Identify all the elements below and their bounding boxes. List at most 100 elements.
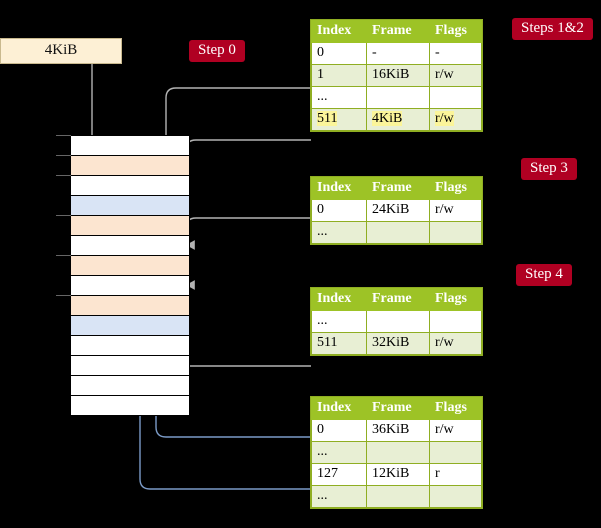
cell-index: 511 xyxy=(311,108,367,131)
cell-frame: 36KiB xyxy=(366,419,430,442)
memory-row-tick xyxy=(56,175,71,176)
column-header-flags: Flags xyxy=(429,20,482,43)
memory-frame-cell xyxy=(71,315,189,335)
cell-index: ... xyxy=(311,310,367,333)
cell-frame: 24KiB xyxy=(366,199,430,222)
table-header-row: Index Frame Flags xyxy=(311,288,482,311)
column-header-frame: Frame xyxy=(366,288,430,311)
cell-frame: - xyxy=(366,42,430,65)
cell-index: 0 xyxy=(311,419,367,442)
memory-frame-cell xyxy=(71,155,189,175)
physical-memory-column xyxy=(70,135,190,416)
memory-frame-cell xyxy=(71,195,189,215)
column-header-index: Index xyxy=(311,397,367,420)
column-header-frame: Frame xyxy=(366,177,430,200)
cell-flags: r/w xyxy=(429,108,482,131)
cell-index: 127 xyxy=(311,463,367,486)
memory-row-tick xyxy=(56,155,71,156)
memory-frame-cell xyxy=(71,395,189,415)
cell-frame xyxy=(366,441,430,464)
memory-row-tick xyxy=(56,295,71,296)
column-header-frame: Frame xyxy=(366,397,430,420)
column-header-index: Index xyxy=(311,20,367,43)
cell-index: 511 xyxy=(311,332,367,355)
table-row: ... xyxy=(311,441,482,464)
cell-flags xyxy=(429,485,482,508)
badge-steps-1-2: Steps 1&2 xyxy=(512,18,593,40)
source-frame-box: 4KiB xyxy=(0,38,122,64)
cell-frame: 12KiB xyxy=(366,463,430,486)
link-pt0-row511-to-frame xyxy=(185,139,311,250)
column-header-frame: Frame xyxy=(366,20,430,43)
badge-steps-1-2-label: Steps 1&2 xyxy=(521,20,584,36)
cell-flags: - xyxy=(429,42,482,65)
cell-index: ... xyxy=(311,485,367,508)
column-header-index: Index xyxy=(311,177,367,200)
badge-step-0-label: Step 0 xyxy=(198,42,236,58)
memory-frame-cell xyxy=(71,255,189,275)
badge-step-4-label: Step 4 xyxy=(525,266,563,282)
cell-index: ... xyxy=(311,441,367,464)
link-pt1-row0-to-frame xyxy=(185,217,311,290)
table-row: ... xyxy=(311,221,482,244)
cell-flags xyxy=(429,441,482,464)
link-pt2-row511-to-frame xyxy=(167,302,311,367)
cell-index: 0 xyxy=(311,42,367,65)
cell-index: 0 xyxy=(311,199,367,222)
cell-index: ... xyxy=(311,221,367,244)
cell-index: ... xyxy=(311,86,367,109)
cell-frame xyxy=(366,310,430,333)
cell-flags: r xyxy=(429,463,482,486)
cell-flags: r/w xyxy=(429,419,482,442)
cell-frame xyxy=(366,485,430,508)
table-row: 0-- xyxy=(311,42,482,65)
cell-frame xyxy=(366,86,430,109)
memory-frame-cell xyxy=(71,355,189,375)
memory-frame-cell xyxy=(71,275,189,295)
memory-frame-cell xyxy=(71,235,189,255)
badge-step-3-label: Step 3 xyxy=(530,160,568,176)
memory-row-tick xyxy=(56,255,71,256)
table-header-row: Index Frame Flags xyxy=(311,397,482,420)
memory-row-tick xyxy=(56,135,71,136)
column-header-flags: Flags xyxy=(429,177,482,200)
column-header-flags: Flags xyxy=(429,288,482,311)
memory-frame-cell xyxy=(71,335,189,355)
cell-frame: 16KiB xyxy=(366,64,430,87)
memory-frame-cell xyxy=(71,215,189,235)
table-row: ... xyxy=(311,86,482,109)
memory-row-tick xyxy=(56,215,71,216)
memory-frame-cell xyxy=(71,375,189,395)
cell-flags xyxy=(429,310,482,333)
cell-flags: r/w xyxy=(429,332,482,355)
cell-index: 1 xyxy=(311,64,367,87)
cell-frame: 32KiB xyxy=(366,332,430,355)
cell-frame xyxy=(366,221,430,244)
cell-flags: r/w xyxy=(429,64,482,87)
badge-step-4: Step 4 xyxy=(516,264,572,286)
cell-flags: r/w xyxy=(429,199,482,222)
badge-step-0: Step 0 xyxy=(189,40,245,62)
table-header-row: Index Frame Flags xyxy=(311,20,482,43)
column-header-index: Index xyxy=(311,288,367,311)
table-row: ... xyxy=(311,485,482,508)
cell-flags xyxy=(429,86,482,109)
memory-frame-cell xyxy=(71,135,189,155)
memory-frame-cell xyxy=(71,295,189,315)
cell-frame: 4KiB xyxy=(366,108,430,131)
cell-flags xyxy=(429,221,482,244)
column-header-flags: Flags xyxy=(429,397,482,420)
memory-frame-cell xyxy=(71,175,189,195)
table-row: ... xyxy=(311,310,482,333)
badge-step-3: Step 3 xyxy=(521,158,577,180)
